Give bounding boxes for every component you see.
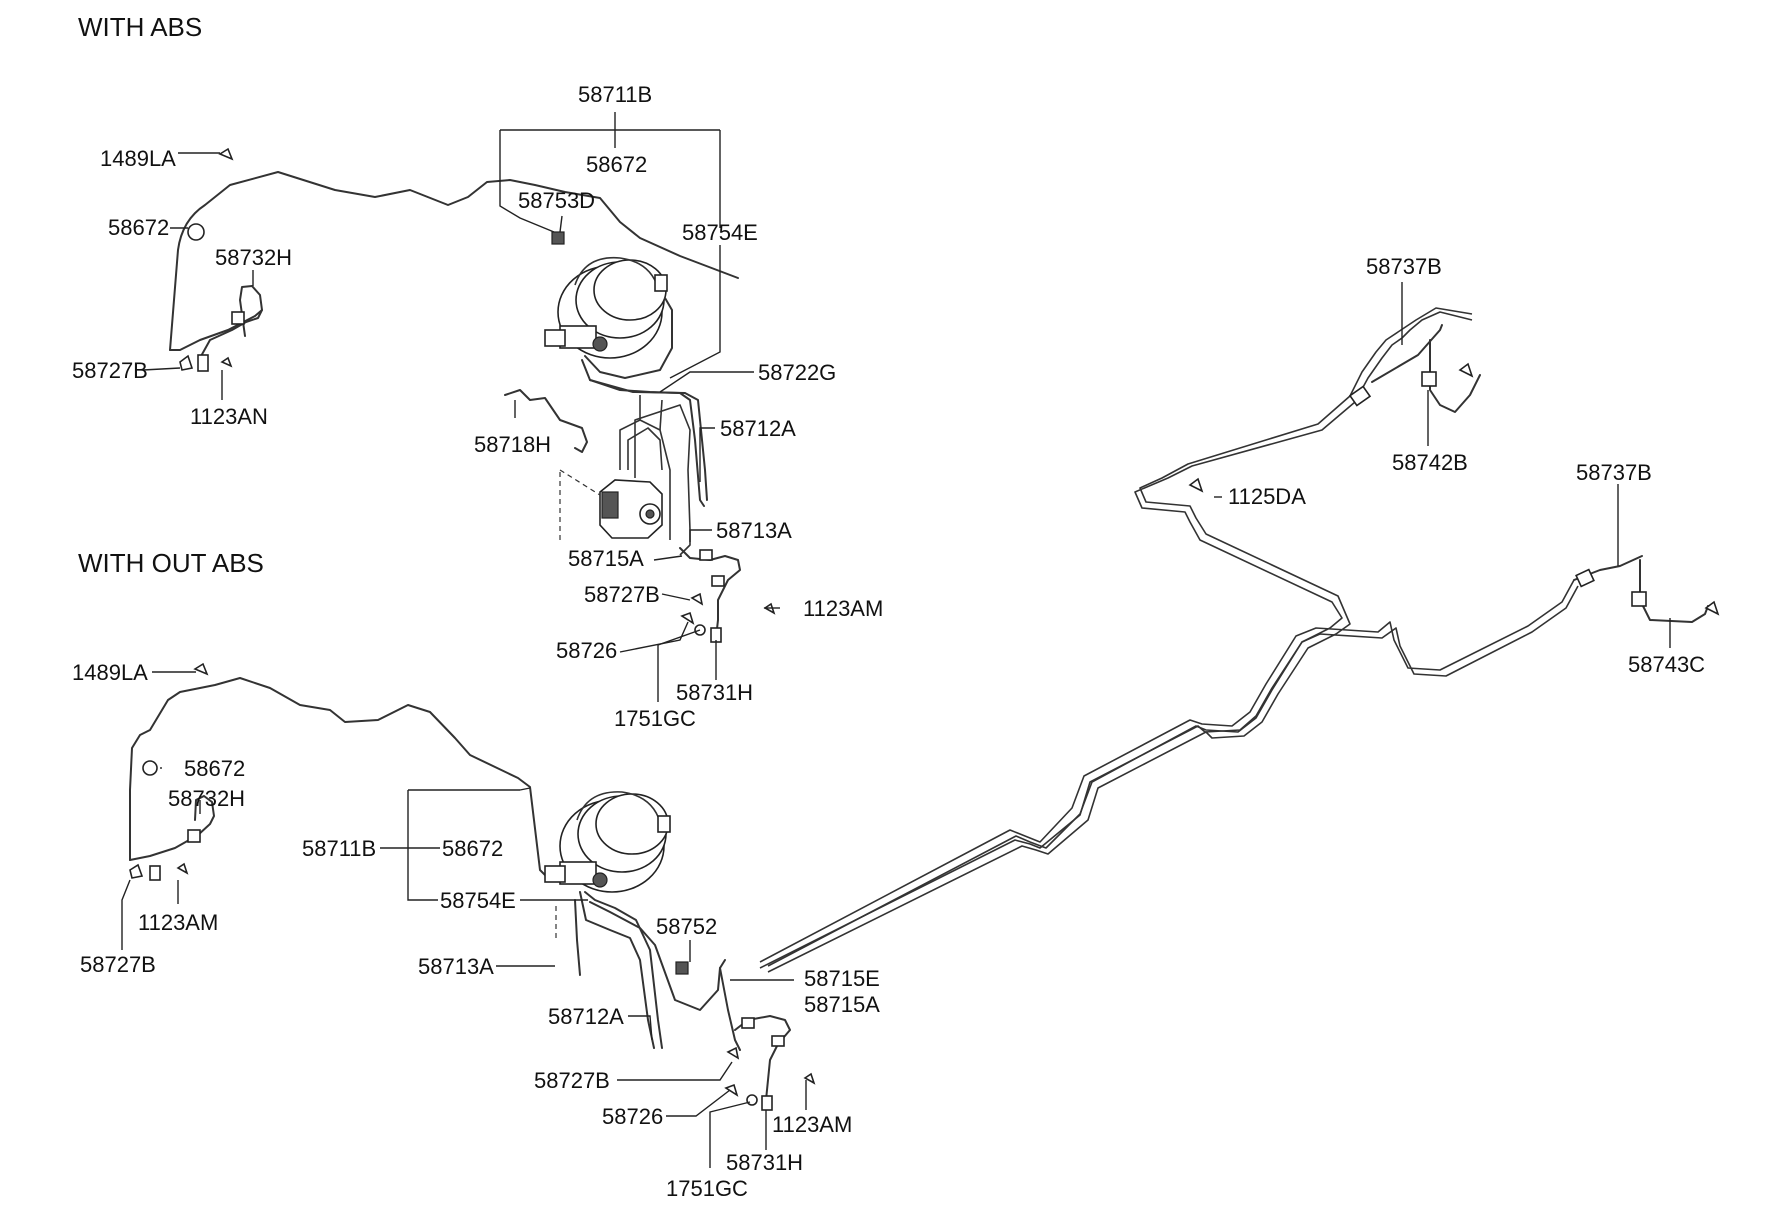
label-58732h-noabs: 58732H: [168, 786, 245, 811]
label-58737b-top: 58737B: [1366, 254, 1442, 279]
noabs-washer-1751gc: [746, 1094, 758, 1106]
abs-clip-58727b: [179, 354, 194, 371]
label-58754e: 58754E: [682, 220, 758, 245]
label-58715a: 58715A: [568, 546, 644, 571]
label-58712a-noabs: 58712A: [548, 1004, 624, 1029]
leader-lines: [121, 112, 1671, 1168]
rear-labels: 58737B 58742B 1125DA 58737B 58743C: [1228, 254, 1705, 677]
rear-line-lower: [759, 579, 1575, 963]
abs-main-front-pipe: [169, 171, 739, 351]
rear-fitting-3: [1575, 568, 1595, 588]
abs-left-flex-hose: [199, 285, 263, 359]
label-58727b-noabs: 58727B: [80, 952, 156, 977]
label-1489la-noabs: 1489LA: [72, 660, 148, 685]
label-58731h: 58731H: [676, 680, 753, 705]
label-58672-noabs: 58672: [184, 756, 245, 781]
label-58732h: 58732H: [215, 245, 292, 270]
label-58737b-right: 58737B: [1576, 460, 1652, 485]
rear-fitting-2: [1421, 371, 1437, 387]
noabs-fitting-58731h: [761, 1095, 773, 1111]
without-abs-heading: WITH OUT ABS: [78, 548, 264, 578]
rear-line-upper: [759, 311, 1473, 969]
label-58752: 58752: [656, 914, 717, 939]
label-1123am-noabs: 1123AM: [138, 910, 218, 935]
rear-clip-1125da: [1188, 477, 1204, 493]
label-58672-left: 58672: [108, 215, 169, 240]
noabs-clip-58727b: [129, 863, 144, 879]
label-58727b-2-noabs: 58727B: [534, 1068, 610, 1093]
label-58715e: 58715E: [804, 966, 880, 991]
label-58713a: 58713A: [716, 518, 792, 543]
label-58742b: 58742B: [1392, 450, 1468, 475]
label-1123an: 1123AN: [190, 404, 268, 429]
rear-fitting-4: [1631, 591, 1647, 607]
label-1489la: 1489LA: [100, 146, 176, 171]
noabs-clip-58727b-2: [726, 1046, 740, 1060]
noabs-bolt-1123am-2: [803, 1072, 816, 1085]
label-58727b-2: 58727B: [584, 582, 660, 607]
label-58715a-noabs: 58715A: [804, 992, 880, 1017]
without-abs-assembly: [129, 662, 816, 1111]
label-1123am-2-noabs: 1123AM: [772, 1112, 852, 1137]
abs-hose-fitting: [699, 549, 713, 561]
label-1123am: 1123AM: [803, 596, 883, 621]
noabs-main-front-pipe: [129, 677, 551, 881]
label-58713a-noabs: 58713A: [418, 954, 494, 979]
abs-cap-58753d: [551, 231, 565, 245]
label-1751gc-noabs: 1751GC: [666, 1176, 748, 1201]
noabs-grommet-58672: [142, 760, 158, 776]
label-58712a: 58712A: [720, 416, 796, 441]
abs-fitting-58731h: [710, 627, 722, 643]
rear-fitting-1: [1348, 385, 1372, 407]
with-abs-labels: 58711B 58672 1489LA 58672 58753D 58754E …: [72, 82, 883, 731]
noabs-brake-booster: [544, 791, 671, 893]
noabs-pipe-58713a: [579, 891, 655, 1049]
label-58726: 58726: [556, 638, 617, 663]
label-58711b-noabs: 58711B: [302, 836, 376, 861]
abs-bolt-58726: [680, 611, 695, 625]
label-58753d: 58753D: [518, 188, 595, 213]
noabs-clip-1489la: [193, 662, 209, 676]
label-58726-noabs: 58726: [602, 1104, 663, 1129]
abs-left-fitting: [231, 311, 245, 325]
label-58711b: 58711B: [578, 82, 652, 107]
label-58727b: 58727B: [72, 358, 148, 383]
label-58718h: 58718H: [474, 432, 551, 457]
label-1751gc: 1751GC: [614, 706, 696, 731]
abs-bolt-1123an: [220, 356, 233, 368]
noabs-left-fitting: [187, 829, 201, 843]
with-abs-assembly: [169, 147, 776, 643]
noabs-bolt-58726: [724, 1083, 739, 1097]
label-58743c: 58743C: [1628, 652, 1705, 677]
rear-brake-lines: [759, 307, 1720, 973]
label-58672: 58672: [586, 152, 647, 177]
abs-flex-hose-lower: [679, 547, 741, 639]
abs-left-fitting-2: [197, 354, 209, 372]
abs-brake-booster: [544, 256, 668, 359]
abs-pipe-58754e: [584, 297, 673, 379]
with-abs-heading: WITH ABS: [78, 12, 202, 42]
label-1125da: 1125DA: [1228, 484, 1306, 509]
abs-clip-58727b-2: [690, 592, 704, 606]
noabs-hose-fitting: [741, 1017, 755, 1029]
label-58672-b-noabs: 58672: [442, 836, 503, 861]
noabs-bolt-1123am: [176, 862, 189, 875]
label-58754e-noabs: 58754E: [440, 888, 516, 913]
label-58722g: 58722G: [758, 360, 836, 385]
noabs-clip-58752: [675, 961, 689, 975]
abs-pipe-58718h: [504, 389, 588, 453]
noabs-flex-hose-lower: [734, 1015, 791, 1101]
noabs-pipe-58715: [589, 901, 726, 1011]
without-abs-labels: 1489LA 58672 58732H 1123AM 58727B 58711B…: [72, 660, 880, 1201]
abs-modulator-unit: [599, 395, 691, 556]
abs-clip-1489la: [218, 147, 234, 161]
abs-grommet-58672: [187, 223, 205, 241]
label-58731h-noabs: 58731H: [726, 1150, 803, 1175]
